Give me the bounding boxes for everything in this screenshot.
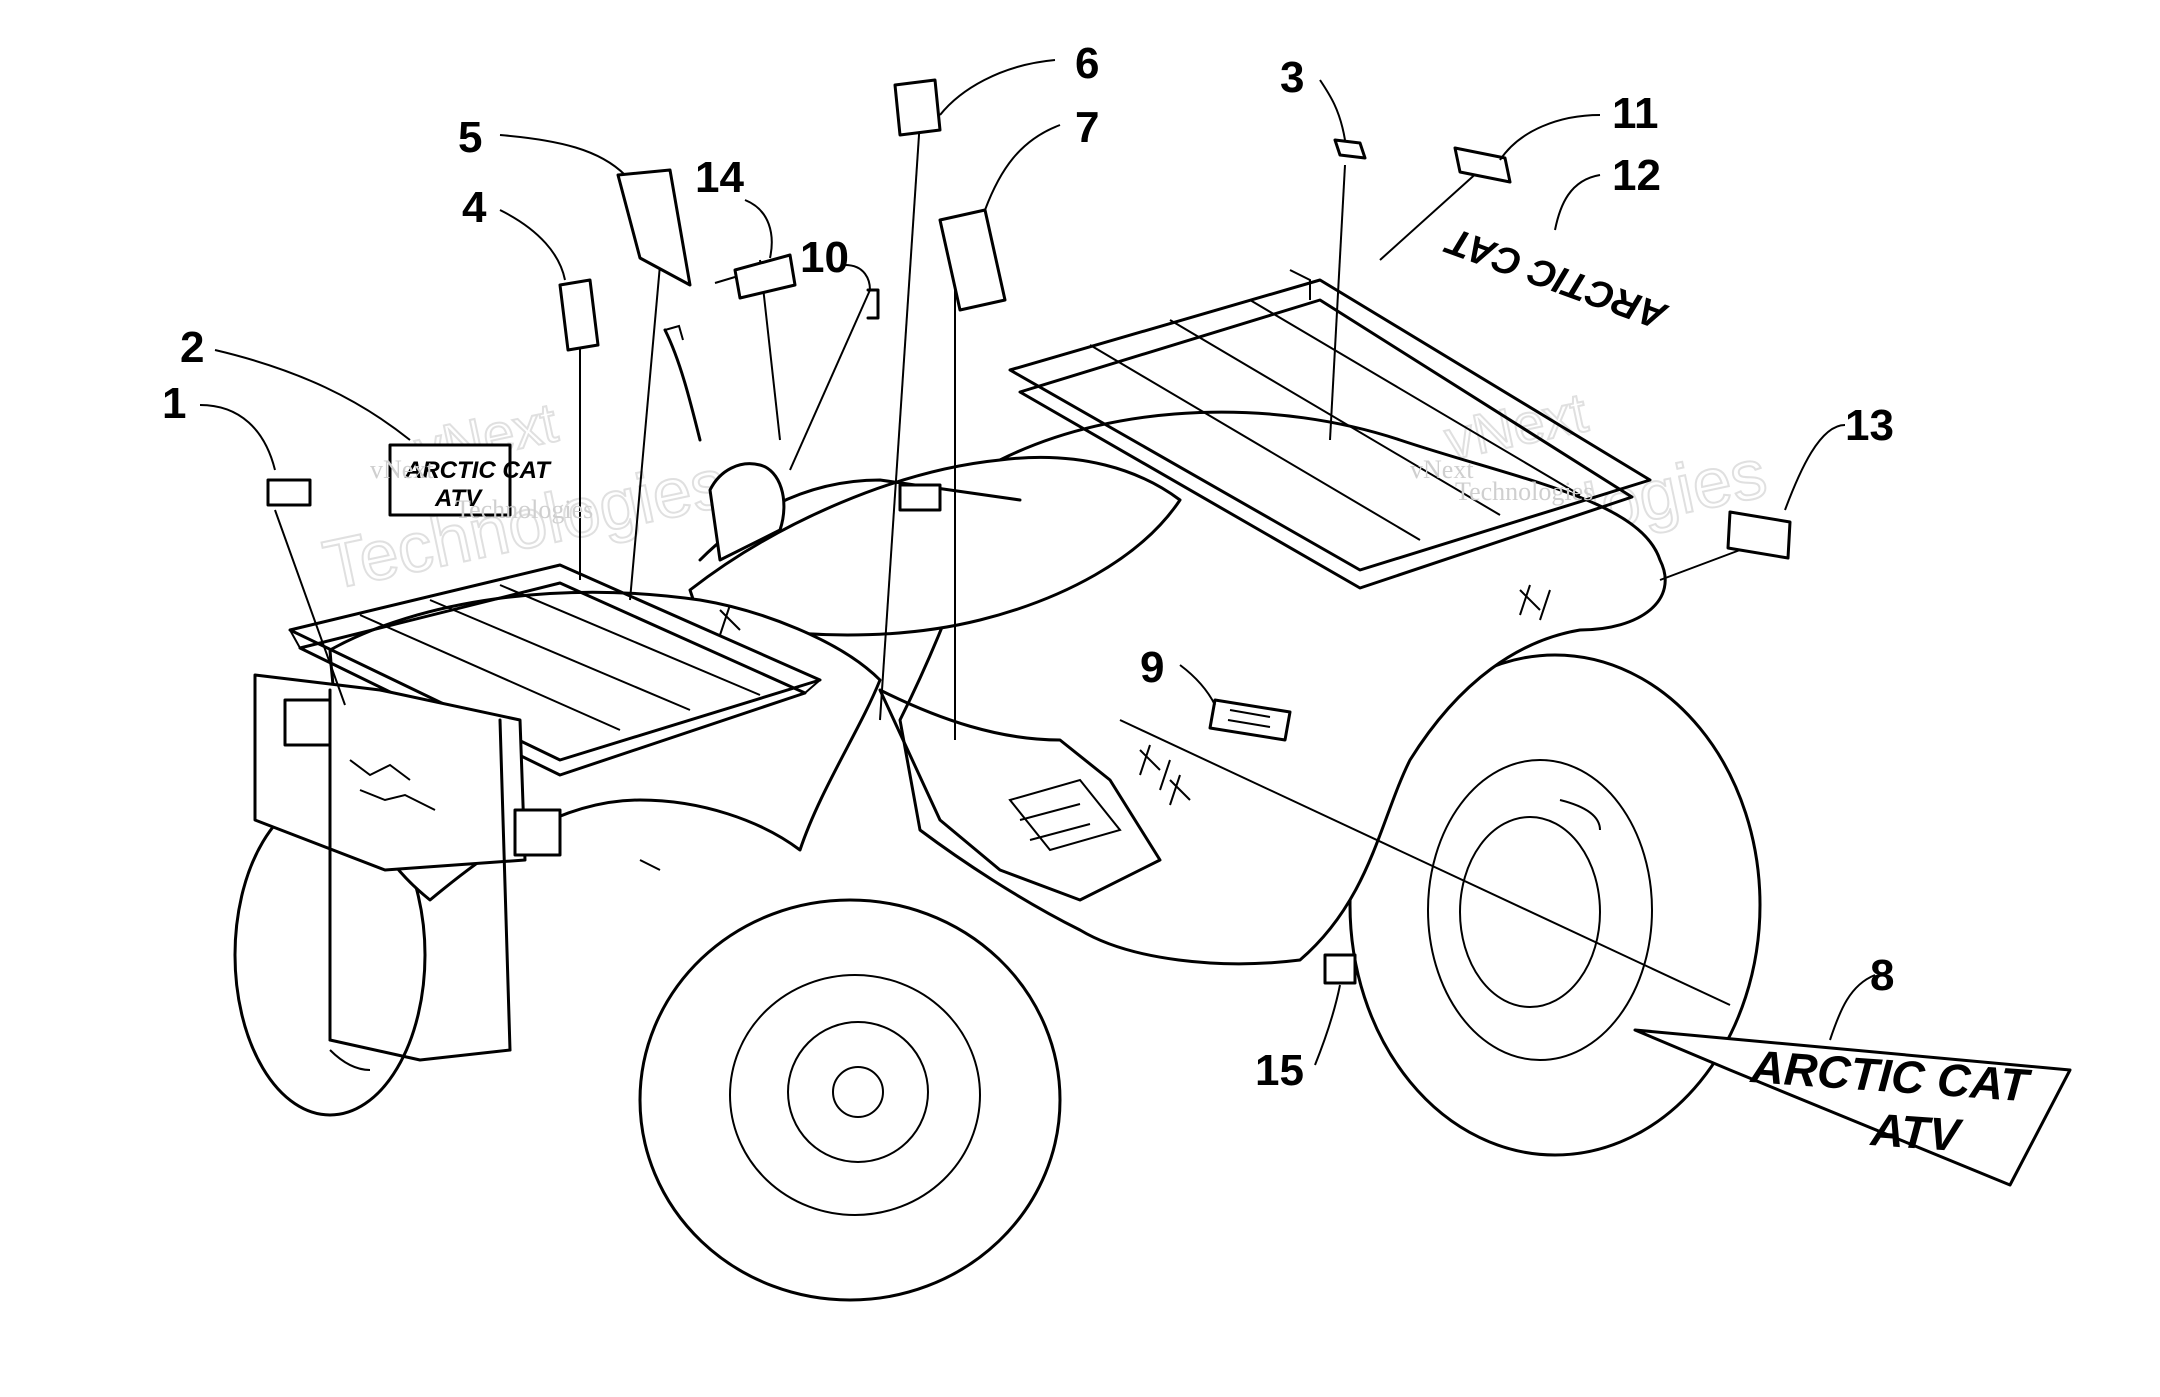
callout-6: 6	[1075, 39, 1099, 88]
watermark-brand-left: vNext	[370, 455, 434, 484]
decal-13-shape	[1726, 510, 1792, 560]
callout-8: 8	[1870, 951, 1894, 1000]
callout-13: 13	[1845, 401, 1894, 450]
callout-9: 9	[1140, 643, 1164, 692]
rear-right-wheel	[1348, 653, 1762, 1157]
callout-7: 7	[1075, 103, 1099, 152]
watermark-small: vNext Technologies vNext Technologies	[370, 455, 1593, 524]
decal-14-shape	[733, 253, 797, 300]
callout-10: 10	[800, 233, 849, 282]
decal-5-shape	[616, 168, 692, 287]
leader-lines	[274, 119, 1741, 1006]
decal-7-shape	[938, 208, 1007, 312]
callout-12: 12	[1612, 151, 1661, 200]
decal-3-shape	[1333, 138, 1367, 160]
front-logo-line1: ARCTIC CAT	[404, 457, 552, 484]
side-logo-line1: ARCTIC CAT	[1748, 1040, 2034, 1112]
rear-rack	[1008, 269, 1652, 590]
callout-15: 15	[1255, 1046, 1304, 1095]
callout-leaders	[199, 59, 1876, 1066]
decal-6-shape	[893, 78, 942, 137]
handlebar	[663, 324, 1022, 562]
callout-numbers: 1 2 3 4 5 6 7 8 9 10 11 12 13 14 15	[162, 39, 1894, 1095]
front-bumper	[253, 673, 562, 1062]
callout-1: 1	[162, 379, 186, 428]
decal-shapes	[266, 78, 2072, 1187]
watermark-brand-right: vNext	[1410, 455, 1474, 484]
callout-2: 2	[180, 323, 204, 372]
decal-4-shape	[558, 278, 600, 352]
decal-1-shape	[266, 478, 312, 507]
front-right-wheel	[638, 898, 1062, 1302]
callout-4: 4	[462, 183, 487, 232]
decal-2-shape	[388, 443, 512, 517]
watermark-text-right: Technologies	[1455, 477, 1593, 506]
decal-11-shape	[1453, 146, 1512, 184]
decal-8-shape	[1633, 1028, 2072, 1187]
rear-logo: ARCTIC CAT	[1440, 218, 1673, 337]
callout-14: 14	[695, 153, 744, 202]
front-logo-line2: ATV	[434, 485, 483, 512]
decal-15-shape	[1323, 953, 1357, 985]
watermark-text-left: Technologies	[455, 495, 593, 524]
callout-11: 11	[1612, 89, 1659, 138]
decal-10-shape	[866, 288, 880, 320]
callout-5: 5	[458, 113, 482, 162]
side-logo-line2: ATV	[1868, 1103, 1964, 1161]
callout-3: 3	[1280, 53, 1304, 102]
